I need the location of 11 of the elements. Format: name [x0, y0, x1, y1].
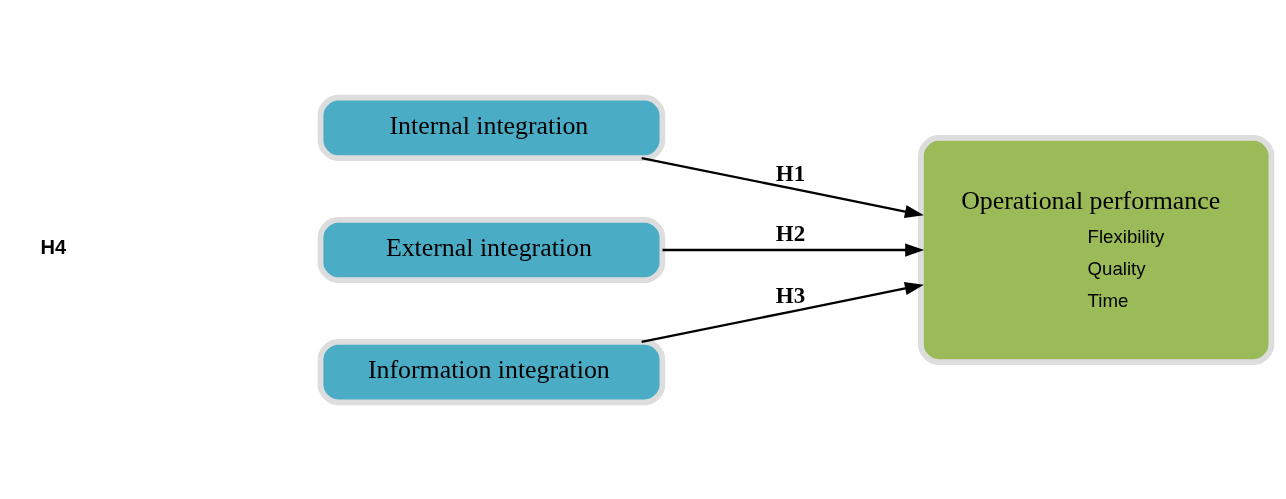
node-box: Information integration: [317, 338, 666, 405]
edge-label: H2: [775, 220, 806, 246]
label: H4: [40, 235, 67, 258]
node-box: Internal integration: [317, 94, 666, 161]
node-box: Operational performance Flexibility Quality Time: [918, 134, 1275, 365]
arrow: [641, 156, 924, 218]
arrow: [641, 281, 924, 343]
node-box: External integration: [317, 216, 666, 283]
edge-label: H1: [775, 160, 806, 186]
edge-label: H3: [775, 282, 806, 308]
arrow: [662, 242, 925, 257]
